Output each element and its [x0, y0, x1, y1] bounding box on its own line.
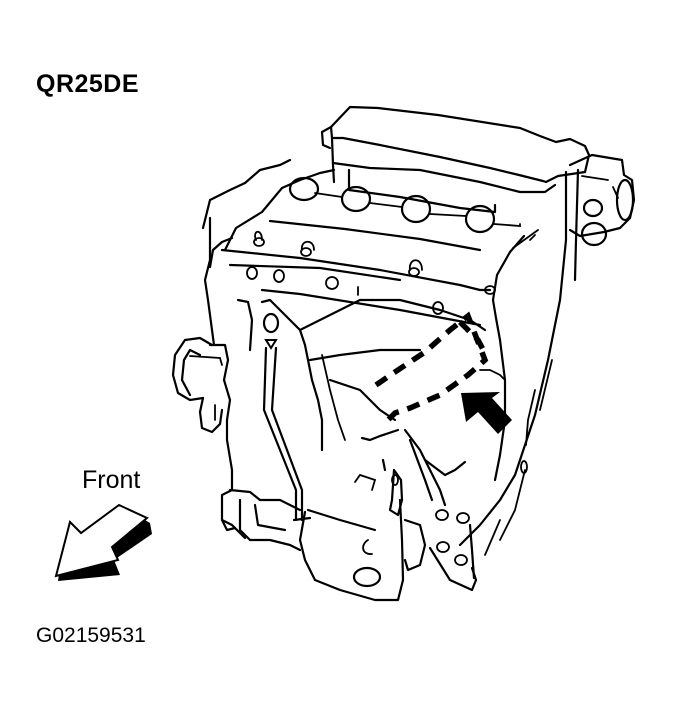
front-direction-label: Front — [82, 466, 141, 494]
front-direction-arrow-icon — [54, 503, 152, 581]
engine-code-title: QR25DE — [36, 70, 140, 98]
oil-dipstick — [262, 312, 312, 522]
pointer-arrow-icon — [461, 392, 512, 434]
figure-id: G02159531 — [36, 624, 146, 647]
engine-outline — [171, 105, 636, 602]
highlight-dashed-outline — [374, 311, 489, 422]
